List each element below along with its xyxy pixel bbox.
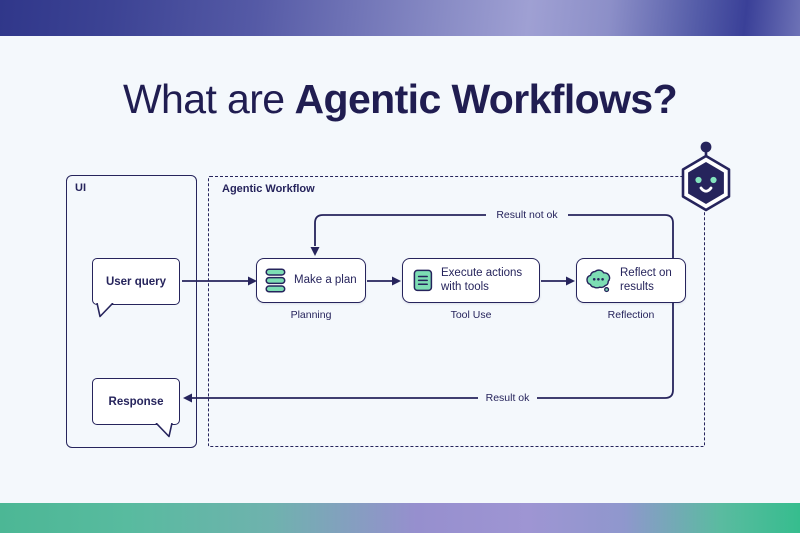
document-icon bbox=[413, 269, 433, 292]
response-bubble: Response bbox=[92, 378, 180, 425]
title-prefix: What are bbox=[122, 76, 285, 122]
agentic-workflow-label: Agentic Workflow bbox=[222, 183, 315, 195]
bottom-gradient-band bbox=[0, 503, 800, 533]
user-query-label: User query bbox=[105, 275, 167, 288]
step-title: Reflect on results bbox=[620, 267, 672, 293]
robot-smile bbox=[699, 186, 713, 193]
robot-eye-right bbox=[710, 176, 717, 184]
ui-panel bbox=[66, 175, 197, 448]
result-not-ok-label: Result not ok bbox=[486, 208, 568, 222]
arrowhead-to-plan bbox=[248, 276, 257, 286]
agentic-workflow-panel bbox=[208, 176, 705, 447]
caption-planning: Planning bbox=[290, 309, 332, 321]
step-execute-actions: Execute actions with tools bbox=[402, 258, 540, 303]
arrowhead-to-response bbox=[183, 393, 192, 403]
caption-tool-use: Tool Use bbox=[450, 309, 492, 321]
ui-panel-label: UI bbox=[75, 182, 86, 194]
user-query-bubble-tail bbox=[96, 302, 114, 317]
step-reflect: Reflect on results bbox=[576, 258, 686, 303]
step-title: Make a plan bbox=[294, 273, 357, 286]
result-ok-label: Result ok bbox=[479, 391, 536, 405]
top-gradient-band bbox=[0, 0, 800, 36]
step-make-a-plan: Make a plan bbox=[256, 258, 366, 303]
arrowhead-to-execute bbox=[392, 276, 401, 286]
arrowhead-not-ok-down bbox=[310, 247, 320, 256]
response-bubble-tail bbox=[155, 422, 173, 437]
user-query-bubble: User query bbox=[92, 258, 180, 305]
response-label: Response bbox=[108, 395, 164, 408]
robot-eye-left bbox=[695, 176, 702, 184]
caption-reflection: Reflection bbox=[607, 309, 655, 321]
arrowhead-to-reflect bbox=[566, 276, 575, 286]
stack-icon bbox=[265, 268, 286, 293]
title-emphasis: Agentic Workflows? bbox=[294, 76, 678, 122]
thought-bubble-icon bbox=[585, 268, 612, 293]
robot-icon bbox=[681, 141, 731, 212]
step-title: Execute actions with tools bbox=[441, 267, 523, 293]
